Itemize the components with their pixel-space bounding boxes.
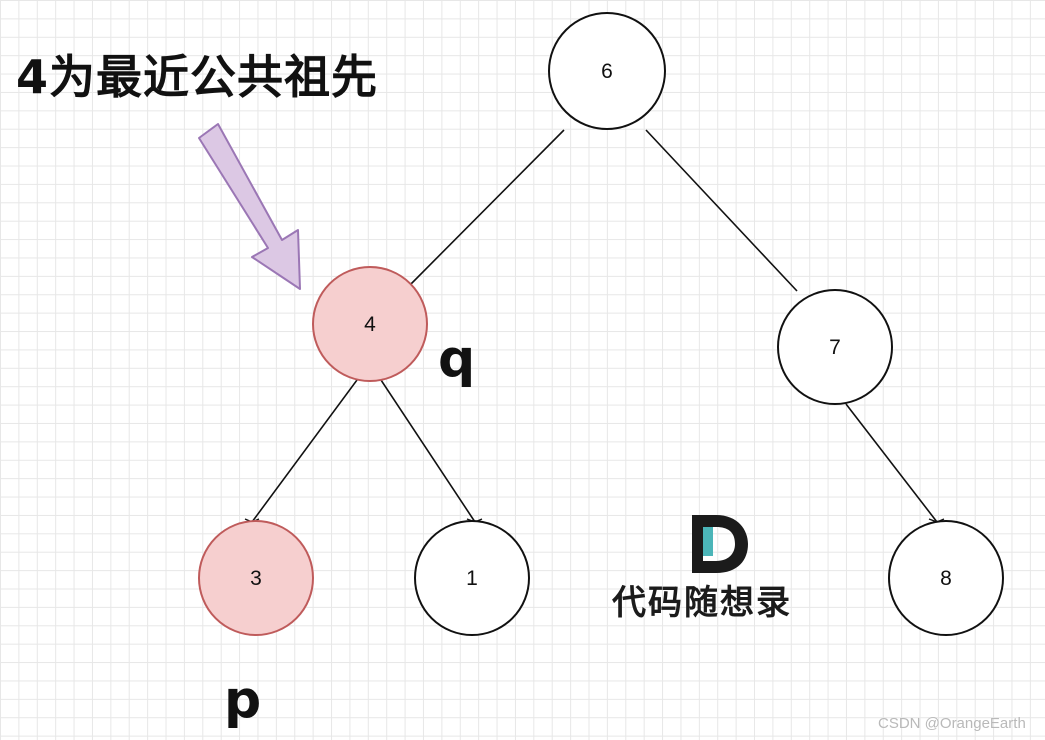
tree-node-3: 3 bbox=[198, 520, 314, 636]
tree-node-4: 4 bbox=[312, 266, 428, 382]
pointer-label-p: p bbox=[224, 670, 261, 730]
node-circle bbox=[312, 266, 428, 382]
edge-4-1 bbox=[380, 379, 476, 523]
tree-node-1: 1 bbox=[414, 520, 530, 636]
edge-6-4 bbox=[408, 129, 565, 287]
edge-7-8 bbox=[845, 403, 938, 523]
node-label: 8 bbox=[940, 567, 952, 590]
edge-4-3 bbox=[251, 379, 358, 523]
node-circle bbox=[414, 520, 530, 636]
brand-logo-left-bar bbox=[692, 515, 703, 573]
brand-logo-d-shape bbox=[703, 515, 748, 573]
tree-node-7: 7 bbox=[777, 289, 893, 405]
brand-logo-teal-block bbox=[703, 527, 713, 556]
node-label: 1 bbox=[466, 567, 478, 590]
edge-6-7 bbox=[645, 129, 798, 292]
node-label: 7 bbox=[829, 336, 841, 359]
node-circle bbox=[548, 12, 666, 130]
brand-name: 代码随想录 bbox=[611, 583, 792, 623]
node-label: 3 bbox=[250, 567, 262, 590]
tree-edges bbox=[244, 129, 945, 523]
node-label: 4 bbox=[364, 313, 376, 336]
node-circle bbox=[888, 520, 1004, 636]
pointer-arrow bbox=[198, 123, 301, 290]
brand-logo: 代码随想录 bbox=[611, 515, 792, 623]
csdn-watermark: CSDN @OrangeEarth bbox=[878, 715, 1026, 732]
node-circle bbox=[777, 289, 893, 405]
node-circle bbox=[198, 520, 314, 636]
tree-node-6: 6 bbox=[548, 12, 666, 130]
lca-title: 4为最近公共祖先 bbox=[16, 50, 378, 104]
node-label: 6 bbox=[601, 60, 613, 83]
pointer-label-q: q bbox=[438, 329, 475, 389]
tree-node-8: 8 bbox=[888, 520, 1004, 636]
